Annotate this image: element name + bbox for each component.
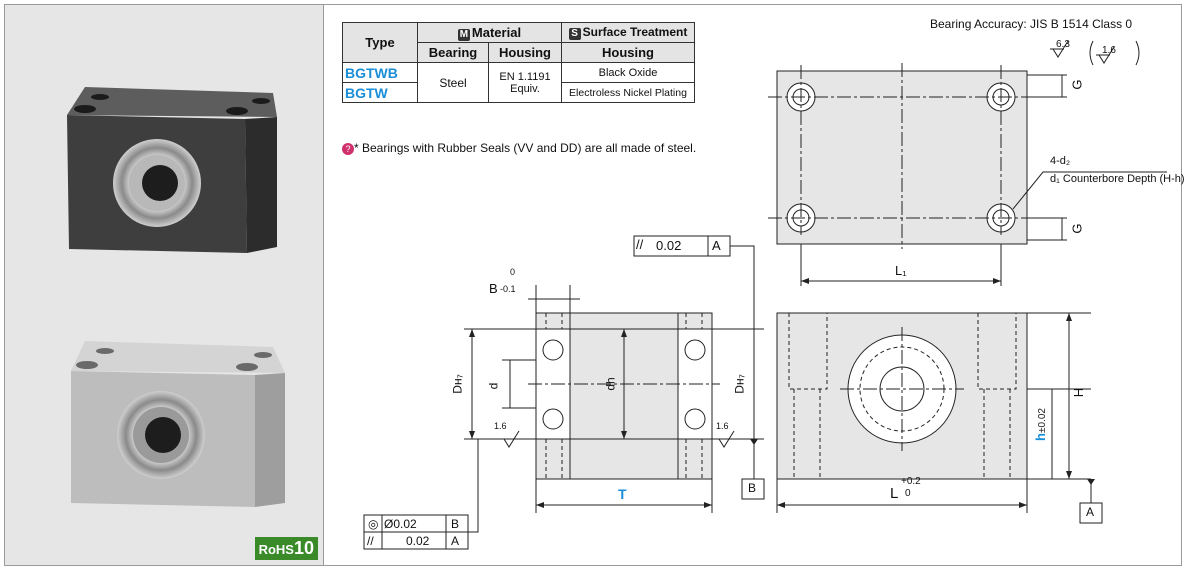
bearing-col-header: Bearing — [417, 42, 489, 63]
type-header: Type — [342, 22, 418, 63]
info-icon: ? — [342, 142, 354, 155]
datum-b-label: B — [748, 481, 757, 495]
parallel-tol-top: 0.02 — [656, 238, 682, 253]
technical-drawing — [363, 40, 1167, 550]
dh-label: dh — [603, 377, 618, 391]
bore-roughness-left: 1.6 — [494, 421, 507, 431]
hole-spec-2: d₁ Counterbore Depth (H-h) — [1050, 173, 1185, 185]
rohs-badge: RoHS10 — [254, 537, 318, 560]
type-bgtw: BGTW — [342, 82, 418, 103]
l-tol-upper: +0.2 — [901, 476, 921, 487]
housing-col-header: Housing — [488, 42, 562, 63]
t-label: T — [618, 486, 627, 502]
b-tol-lower: -0.1 — [500, 284, 516, 294]
bearing-material: Steel — [417, 62, 489, 103]
dh7-left: Dʜ₇ — [450, 374, 465, 394]
b-dim: B — [489, 281, 498, 296]
b-tol-upper: 0 — [510, 267, 516, 277]
surface-housing-col-header: Housing — [561, 42, 695, 63]
bore-roughness-right: 1.6 — [716, 421, 729, 431]
bearing-accuracy: Bearing Accuracy: JIS B 1514 Class 0 — [930, 17, 1133, 31]
bgtw-product-image — [71, 341, 285, 507]
parallel-tol-bottom: 0.02 — [406, 534, 430, 548]
concentric-tol: Ø0.02 — [384, 517, 417, 531]
h-lower-label: h±0.02 — [1032, 408, 1048, 441]
roughness-alt: 1.6 — [1102, 45, 1116, 56]
dh7-right: Dʜ₇ — [732, 374, 747, 394]
g-top: G — [1069, 79, 1085, 90]
l-tol-lower: 0 — [905, 488, 911, 499]
l-label: L — [890, 485, 899, 502]
datum-b-ref: B — [451, 517, 460, 531]
steel-note: ?* Bearings with Rubber Seals (VV and DD… — [342, 141, 696, 155]
datum-a-ref-bottom: A — [451, 534, 460, 548]
h-upper-label: H — [1071, 387, 1087, 398]
hole-spec-1: 4-d₂ — [1050, 155, 1071, 167]
bgtwb-product-image — [67, 87, 277, 253]
product-photo-panel: RoHS10 — [5, 5, 324, 565]
g-bottom: G — [1069, 223, 1085, 234]
surface-nickel: Electroless Nickel Plating — [561, 82, 695, 103]
d-label: d — [486, 382, 501, 390]
datum-a-ref: A — [712, 238, 721, 253]
roughness-main: 6.3 — [1056, 39, 1070, 50]
datum-a-label: A — [1086, 505, 1095, 519]
l1-label: L₁ — [895, 263, 907, 278]
